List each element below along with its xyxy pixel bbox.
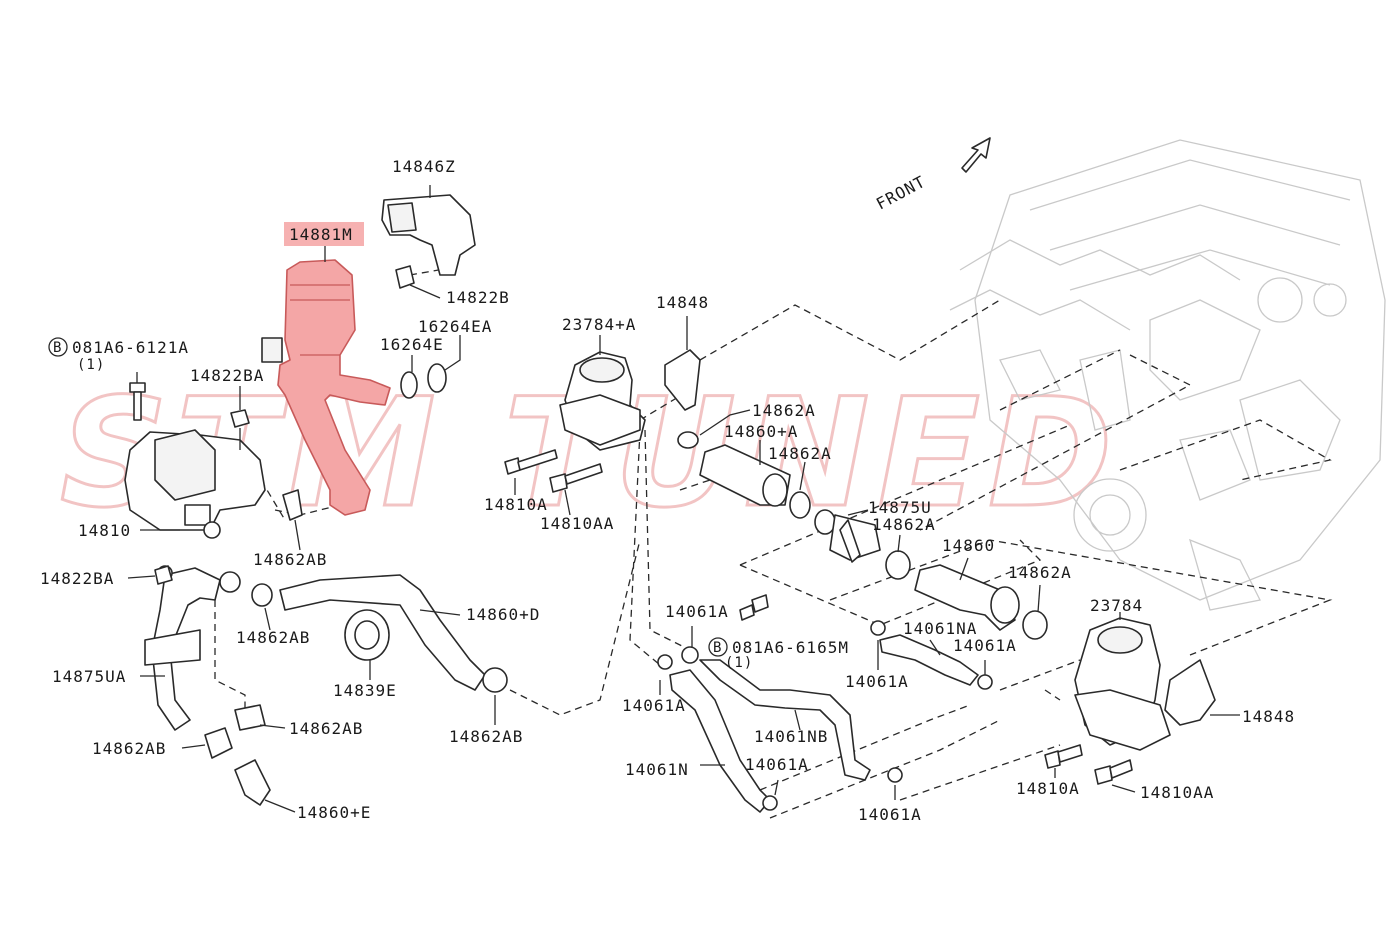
- label-14061A-1: 14061A: [665, 602, 729, 621]
- label-14061NA: 14061NA: [903, 619, 977, 638]
- part-bolts-14810A-top: [504, 449, 603, 516]
- label-14848-top: 14848: [656, 293, 709, 312]
- label-14862AB-a: 14862AB: [236, 628, 310, 647]
- label-14810A-right: 14810A: [1016, 779, 1080, 798]
- part-14822BA-nut-left: [127, 565, 173, 585]
- part-14875UA-pipe: [140, 565, 221, 731]
- label-14061A-2: 14061A: [953, 636, 1017, 655]
- label-14860: 14860: [942, 536, 995, 555]
- label-14846Z: 14846Z: [392, 157, 456, 176]
- label-14061A-4: 14061A: [622, 696, 686, 715]
- label-14061A-5: 14061A: [745, 755, 809, 774]
- part-14822B-screw: [395, 265, 441, 299]
- label-14862AB-mid: 14862AB: [253, 550, 327, 569]
- label-14822BA-left: 14822BA: [40, 569, 114, 588]
- label-081A6-6165M-qty: (1): [725, 655, 753, 671]
- label-14839E: 14839E: [333, 681, 397, 700]
- label-14810A-top: 14810A: [484, 495, 548, 514]
- label-14061A-3: 14061A: [845, 672, 909, 691]
- label-14810AA-right: 14810AA: [1140, 783, 1214, 802]
- part-14860A-hose: [677, 409, 811, 519]
- label-circle-b-1: B: [53, 340, 62, 356]
- label-circle-b-2: B: [713, 640, 722, 656]
- label-16264EA: 16264EA: [418, 317, 492, 336]
- part-14846Z-bracket: [381, 185, 476, 276]
- label-16264E: 16264E: [380, 335, 444, 354]
- front-arrow-icon: [961, 137, 991, 173]
- label-14810AA-top: 14810AA: [540, 514, 614, 533]
- part-14822BA-nut-top: [230, 386, 250, 450]
- front-indicator: FRONT: [873, 137, 991, 214]
- label-081A6-6121A-qty: (1): [77, 357, 105, 373]
- part-14839E-seal: [344, 609, 390, 680]
- circle-b-icon: [48, 337, 68, 357]
- highlight-box-14881M: [284, 222, 364, 246]
- label-14862A-3: 14862A: [872, 515, 936, 534]
- label-14862AB-b: 14862AB: [449, 727, 523, 746]
- part-14862AB-clamps: [219, 571, 508, 725]
- label-23784: 23784: [1090, 596, 1143, 615]
- label-14061N: 14061N: [625, 760, 689, 779]
- front-label: FRONT: [873, 172, 929, 214]
- label-14822B: 14822B: [446, 288, 510, 307]
- part-14881M-highlighted: [261, 245, 391, 516]
- label-14862AB-c: 14862AB: [289, 719, 363, 738]
- label-14862AB-d: 14862AB: [92, 739, 166, 758]
- circle-b-icon-2: [708, 637, 728, 657]
- part-23784-valve-right: [1074, 612, 1240, 751]
- label-14822BA-top: 14822BA: [190, 366, 264, 385]
- part-labels: 14846Z 14881M 14822B 16264EA 16264E B 08…: [40, 157, 1295, 824]
- part-14875U-fitting: [814, 509, 911, 580]
- part-23784A-valve: [559, 335, 646, 451]
- part-bolt-081A6-6121A: [129, 372, 146, 421]
- part-bolts-14810A-right: [1044, 744, 1136, 793]
- label-14862A-4: 14862A: [1008, 563, 1072, 582]
- label-14061A-6: 14061A: [858, 805, 922, 824]
- engine-block-outline: [949, 139, 1386, 611]
- label-081A6-6121A: 081A6-6121A: [72, 338, 189, 357]
- label-14860E: 14860+E: [297, 803, 371, 822]
- part-14860D-hose: [279, 574, 486, 691]
- label-14810: 14810: [78, 521, 131, 540]
- part-14810-air-pump: [124, 429, 266, 539]
- label-14881M: 14881M: [289, 225, 353, 244]
- label-14875U: 14875U: [868, 498, 932, 517]
- label-14875UA: 14875UA: [52, 667, 126, 686]
- label-14860A: 14860+A: [724, 422, 798, 441]
- part-16264E-gaskets: [400, 335, 461, 399]
- part-14860E-hose: [181, 704, 296, 813]
- label-23784A: 23784+A: [562, 315, 636, 334]
- part-14862AB-clamp-mid: [282, 489, 303, 551]
- label-14061NB: 14061NB: [754, 727, 828, 746]
- label-14862A-1: 14862A: [752, 401, 816, 420]
- part-14848-bracket-top: [664, 316, 701, 411]
- part-14061-hoses: [657, 594, 993, 813]
- label-14862A-2: 14862A: [768, 444, 832, 463]
- label-14848-right: 14848: [1242, 707, 1295, 726]
- label-14860D: 14860+D: [466, 605, 540, 624]
- part-14860-hose: [914, 557, 1048, 640]
- label-081A6-6165M: 081A6-6165M: [732, 638, 849, 657]
